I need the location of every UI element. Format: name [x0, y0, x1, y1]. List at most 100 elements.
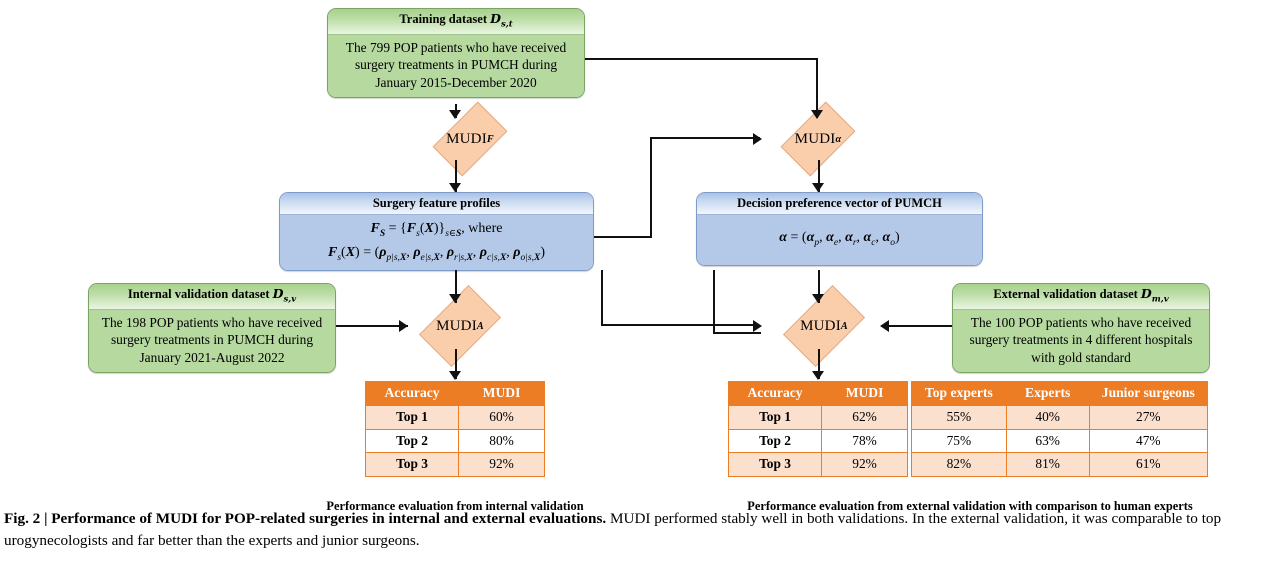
connector-preference-to-mudia-right: [818, 270, 821, 303]
caption-label: Fig. 2 |: [4, 510, 52, 527]
human-row-experts: 81%: [1005, 452, 1090, 478]
external-validation-body: The 100 POP patients who have received s…: [953, 310, 1209, 372]
external-row-value: 78%: [821, 428, 908, 454]
external-row-value: 62%: [821, 404, 908, 430]
external-validation-title: External validation dataset Dm,v: [953, 284, 1209, 311]
connector-mudia-left-to-table: [455, 349, 458, 379]
connector-training-down-to-mudialpha: [816, 58, 819, 118]
table-row: 82% 81% 61%: [911, 452, 1209, 478]
table-row: Top 3 92%: [364, 452, 545, 478]
human-row-junior: 61%: [1088, 452, 1209, 478]
decision-preference-vector-title: Decision preference vector of PUMCH: [697, 193, 982, 216]
formula-F-vector: Fs(X) = (ρp|s,X, ρe|s,X, ρr|s,X, ρc|s,X,…: [327, 245, 546, 264]
decision-preference-vector-box: Decision preference vector of PUMCH α = …: [696, 192, 983, 267]
human-row-junior: 47%: [1088, 428, 1209, 454]
arrowhead-profiles-to-mudia-left: [449, 294, 461, 303]
internal-row-label: Top 3: [364, 452, 460, 478]
human-table-header-top-experts: Top experts: [911, 381, 1007, 406]
human-table-header-row: Top experts Experts Junior surgeons: [911, 381, 1209, 406]
external-table-header-row: Accuracy MUDI: [727, 381, 908, 406]
external-row-label: Top 1: [727, 404, 823, 430]
table-row: Top 2 80%: [364, 428, 545, 454]
table-row: Top 1 60%: [364, 404, 545, 430]
external-row-value: 92%: [821, 452, 908, 478]
arrowhead-mudia-left-to-table: [449, 371, 461, 380]
arrowhead-mudif-to-profiles: [449, 183, 461, 192]
internal-table-header-row: Accuracy MUDI: [364, 381, 545, 406]
surgery-feature-profiles-title: Surgery feature profiles: [280, 193, 593, 216]
connector-internal-to-mudia: [336, 325, 408, 328]
connector-profiles-feedback-vert: [713, 270, 716, 334]
training-dataset-body: The 799 POP patients who have received s…: [328, 35, 584, 97]
connector-mudialpha-to-preference: [818, 160, 821, 192]
external-row-label: Top 2: [727, 428, 823, 454]
figure-caption: Fig. 2 | Performance of MUDI for POP-rel…: [4, 508, 1265, 551]
human-row-experts: 63%: [1005, 428, 1090, 454]
arrowhead-mudia-right-to-table: [812, 371, 824, 380]
connector-mudia-right-to-table: [818, 349, 821, 379]
connector-profiles-to-mudialpha-horiz-upper: [650, 137, 760, 140]
decision-preference-vector-formula: α = (αp, αe, αr, αc, αo): [697, 215, 982, 266]
internal-row-value: 80%: [458, 428, 545, 454]
caption-rest: MUDI performed stably well in both valid…: [4, 510, 1222, 549]
external-validation-box: External validation dataset Dm,v The 100…: [952, 283, 1210, 373]
internal-results-table: Accuracy MUDI Top 1 60% Top 2 80% Top 3 …: [364, 381, 545, 478]
human-row-junior: 27%: [1088, 404, 1209, 430]
internal-row-label: Top 2: [364, 428, 460, 454]
arrowhead-mudialpha-to-preference: [812, 183, 824, 192]
connector-mudif-to-profiles: [455, 160, 458, 192]
external-table-header-accuracy: Accuracy: [727, 381, 823, 406]
external-subcaption: Performance evaluation from external val…: [747, 499, 1193, 513]
internal-table-header-mudi: MUDI: [458, 381, 545, 406]
arrowhead-training-to-mudif: [449, 110, 461, 119]
caption-bold-title: Performance of MUDI for POP-related surg…: [51, 510, 607, 527]
training-dataset-title: Training dataset Ds,t: [328, 9, 584, 36]
connector-profiles-to-mudialpha-vert: [650, 137, 653, 238]
human-row-top-experts: 82%: [911, 452, 1007, 478]
arrowhead-training-to-mudialpha: [811, 110, 823, 119]
table-row: 55% 40% 27%: [911, 404, 1209, 430]
table-row: 75% 63% 47%: [911, 428, 1209, 454]
human-row-experts: 40%: [1005, 404, 1090, 430]
internal-row-label: Top 1: [364, 404, 460, 430]
internal-validation-box: Internal validation dataset Ds,v The 198…: [88, 283, 336, 373]
training-dataset-box: Training dataset Ds,t The 799 POP patien…: [327, 8, 585, 98]
external-table-header-mudi: MUDI: [821, 381, 908, 406]
table-row: Top 3 92%: [727, 452, 908, 478]
figure-diagram: Training dataset Ds,t The 799 POP patien…: [88, 8, 1210, 513]
internal-row-value: 60%: [458, 404, 545, 430]
table-row: Top 1 62%: [727, 404, 908, 430]
table-row: Top 2 78%: [727, 428, 908, 454]
connector-profiles-feedback-horiz: [713, 332, 761, 335]
connector-profiles-to-mudialpha-horiz-lower: [594, 236, 652, 239]
internal-table-header-accuracy: Accuracy: [364, 381, 460, 406]
arrowhead-profiles-to-mudialpha: [753, 133, 762, 145]
human-table-header-experts: Experts: [1005, 381, 1090, 406]
external-row-label: Top 3: [727, 452, 823, 478]
connector-profiles-bottom-vert: [601, 270, 604, 326]
arrowhead-preference-to-mudia-right: [812, 294, 824, 303]
human-table-header-junior: Junior surgeons: [1088, 381, 1209, 406]
formula-F-set: FS = {Fs(X)}s∈S, where: [370, 221, 503, 240]
human-experts-table: Top experts Experts Junior surgeons 55% …: [911, 381, 1209, 478]
arrowhead-profiles-to-mudia-right: [753, 320, 762, 332]
arrowhead-external-to-mudia-right: [880, 320, 889, 332]
connector-external-to-mudia-right: [886, 325, 952, 328]
internal-subcaption: Performance evaluation from internal val…: [326, 499, 584, 513]
external-results-table: Accuracy MUDI Top 1 62% Top 2 78% Top 3 …: [727, 381, 908, 478]
internal-validation-body: The 198 POP patients who have received s…: [89, 310, 335, 372]
internal-row-value: 92%: [458, 452, 545, 478]
human-row-top-experts: 55%: [911, 404, 1007, 430]
connector-training-right-horizontal: [585, 58, 817, 61]
surgery-feature-profiles-formulas: FS = {Fs(X)}s∈S, where Fs(X) = (ρp|s,X, …: [280, 215, 593, 271]
connector-profiles-bottom-horiz: [601, 324, 759, 327]
connector-profiles-to-mudia-left: [455, 270, 458, 303]
